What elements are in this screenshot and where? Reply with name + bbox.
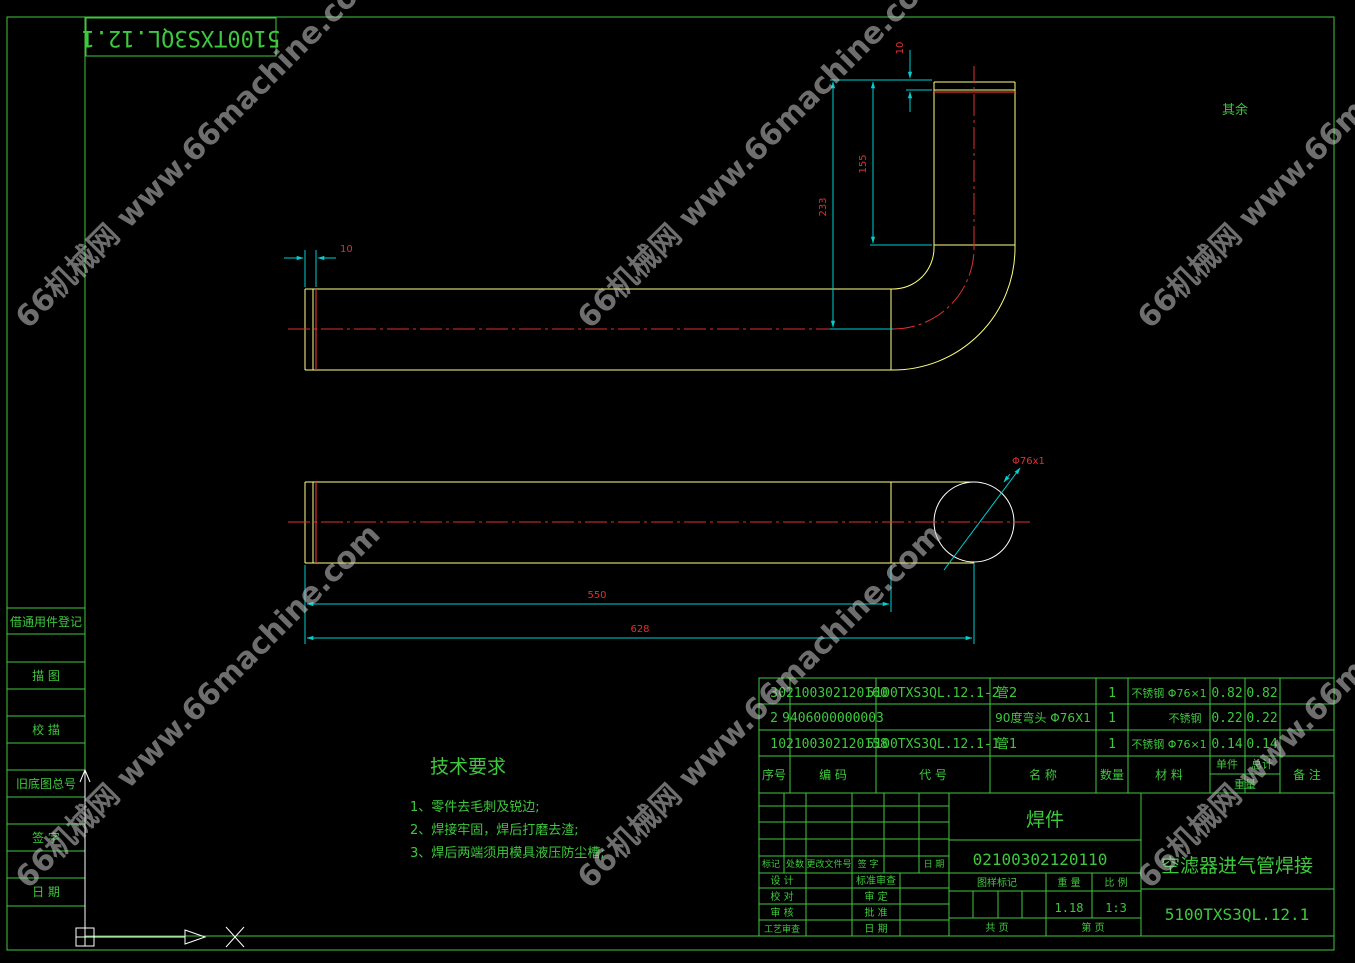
- bom-row2-unit: 0.22: [1211, 711, 1242, 726]
- watermark-3: 66机械网 www.66machine.com: [1131, 0, 1355, 336]
- inner-frame: [84, 16, 1335, 937]
- dim-233: 233: [818, 197, 829, 216]
- role-left-0: 设 计: [770, 874, 793, 887]
- bom-h-total: 总计: [1251, 757, 1273, 771]
- watermarks: 66机械网 www.66machine.com 66机械网 www.66mach…: [9, 0, 1355, 896]
- scale-label: 比 例: [1104, 876, 1127, 889]
- dim-550: 550: [587, 590, 606, 601]
- roughness-note: 其余: [1222, 102, 1248, 118]
- tech-req-item-3: 3、焊后两端须用模具液压防尘槽;: [410, 845, 605, 861]
- side-label-4: 签 字: [32, 830, 60, 845]
- watermark-6: 66机械网 www.66machine.com: [1131, 517, 1355, 895]
- dim-diameter: Φ76x1: [1012, 456, 1045, 467]
- watermark-2: 66机械网 www.66machine.com: [571, 0, 949, 336]
- bom-row-2: 2 9406000000003 90度弯头 Φ76X1 1 不锈钢 0.22 0…: [770, 710, 1278, 726]
- dim-10-left: 10: [340, 244, 353, 255]
- side-label-5: 日 期: [32, 885, 60, 899]
- bom-row3-qty: 1: [1108, 686, 1116, 701]
- bom-row-1: 1 02100302120158 5100TXS3QL.12.1-1 管1 1 …: [770, 737, 1278, 752]
- bom-h-name: 名 称: [1029, 767, 1057, 782]
- stage-mark-label: 图样标记: [977, 876, 1017, 889]
- bom-row2-name: 90度弯头 Φ76X1: [995, 710, 1091, 725]
- pipe-outline-inner: [305, 82, 935, 290]
- role-right-0: 标准审查: [856, 874, 896, 887]
- rev-h-1: 处数: [786, 858, 804, 870]
- role-right-3: 日 期: [864, 923, 887, 935]
- straight-pipe-view: [304, 481, 1015, 564]
- bom-row3-code: 02100302120160: [778, 686, 888, 701]
- bom-row2-no: 2: [770, 711, 778, 726]
- bom-table: [758, 677, 1335, 794]
- bom-row3-total: 0.82: [1246, 686, 1277, 701]
- tech-req-item-2: 2、焊接牢固，焊后打磨去渣;: [410, 822, 579, 838]
- title-stamp-text: 5100TXS3QL.12.1: [82, 25, 281, 50]
- rev-h-2: 更改文件号: [806, 858, 851, 870]
- dim-10-top: 10: [895, 42, 906, 55]
- bom-row2-total: 0.22: [1246, 711, 1277, 726]
- bom-h-weight: 重量: [1234, 777, 1256, 791]
- role-right-2: 批 准: [864, 906, 887, 919]
- sheets-total: 共 页: [985, 922, 1008, 934]
- bom-row1-drawing: 5100TXS3QL.12.1-1: [866, 737, 999, 752]
- bom-row3-name: 管2: [996, 686, 1017, 701]
- side-label-1: 描 图: [32, 669, 60, 683]
- tech-requirements-title: 技术要求: [430, 756, 506, 778]
- bom-row1-total: 0.14: [1246, 737, 1277, 752]
- bom-row1-code: 02100302120158: [778, 737, 888, 752]
- dim-155: 155: [858, 154, 869, 173]
- drawing-number: 5100TXS3QL.12.1: [1165, 905, 1310, 924]
- bom-row1-qty: 1: [1108, 737, 1116, 752]
- rev-h-3: 签 字: [858, 858, 879, 870]
- role-left-2: 审 核: [770, 906, 793, 919]
- part-type: 焊件: [1026, 809, 1064, 831]
- bom-h-no: 序号: [762, 767, 786, 782]
- weight-label: 重 量: [1057, 876, 1080, 889]
- bom-row1-name: 管1: [996, 737, 1017, 752]
- ucs-icon: [75, 768, 245, 948]
- rev-h-4: 日 期: [924, 859, 945, 870]
- bom-row2-code: 9406000000003: [782, 711, 884, 726]
- bom-row3-unit: 0.82: [1211, 686, 1242, 701]
- dim-628: 628: [630, 624, 649, 635]
- bom-header: 序号 编 码 代 号 名 称 数量 材 料 单件 总计 重量 备 注: [762, 757, 1321, 791]
- role-left-3: 工艺审查: [764, 923, 800, 935]
- bom-row1-no: 1: [770, 737, 778, 752]
- bom-row3-no: 3: [770, 686, 778, 701]
- side-label-2: 校 描: [32, 722, 60, 737]
- sheet-number: 第 页: [1081, 921, 1104, 934]
- bom-h-drawing: 代 号: [919, 768, 947, 782]
- weight-value: 1.18: [1055, 901, 1084, 915]
- role-left-1: 校 对: [770, 890, 793, 903]
- bom-row-3: 3 02100302120160 5100TXS3QL.12.1-2 管2 1 …: [770, 686, 1278, 701]
- part-name: 空滤器进气管焊接: [1161, 855, 1313, 877]
- rev-h-0: 标记: [762, 858, 780, 870]
- bom-row1-material: 不锈钢 Φ76×1: [1131, 738, 1206, 751]
- side-label-3: 旧底图总号: [16, 776, 76, 791]
- role-right-1: 审 定: [864, 890, 887, 903]
- pipe-outline-outer: [305, 82, 1016, 371]
- bom-h-material: 材 料: [1155, 768, 1183, 782]
- bom-h-unit: 单件: [1216, 758, 1238, 771]
- dimensions-lower: [304, 467, 1021, 644]
- tech-req-item-1: 1、零件去毛刺及锐边;: [410, 800, 540, 815]
- side-label-0: 借通用件登记: [10, 614, 82, 629]
- side-registration-block: [6, 607, 86, 907]
- part-code: 02100302120110: [973, 850, 1108, 869]
- watermark-4: 66机械网 www.66machine.com: [9, 517, 387, 895]
- bom-row3-drawing: 5100TXS3QL.12.1-2: [866, 686, 999, 701]
- bom-row3-material: 不锈钢 Φ76×1: [1131, 687, 1206, 700]
- title-block: [758, 792, 1335, 937]
- bom-row2-material: 不锈钢: [1169, 712, 1202, 725]
- bom-h-qty: 数量: [1100, 767, 1124, 782]
- bom-h-note: 备 注: [1293, 767, 1321, 782]
- centerlines-upper: [288, 66, 975, 330]
- scale-value: 1:3: [1105, 901, 1127, 915]
- bom-row1-unit: 0.14: [1211, 737, 1242, 752]
- bom-row2-qty: 1: [1108, 711, 1116, 726]
- bom-h-code: 编 码: [819, 767, 847, 782]
- title-stamp: 5100TXS3QL.12.1: [82, 17, 281, 57]
- dimensions-upper: [284, 50, 932, 330]
